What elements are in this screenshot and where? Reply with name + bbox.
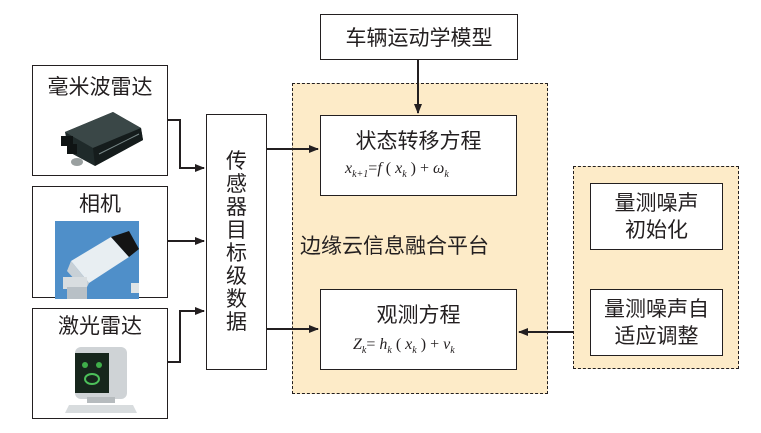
lidar-image [65,345,137,417]
noise-init-line1: 量测噪声 [614,190,699,215]
noise-init-box: 量测噪声 初始化 [590,183,723,250]
lidar-to-sensor-data-arrow [168,307,205,363]
radar-box: 毫米波雷达 [32,65,168,176]
camera-box: 相机 [32,186,168,299]
noise-adaptive-line2: 适应调整 [614,323,699,348]
state-equation-box: 状态转移方程 xk+1=f ( xk ) + ωk [320,115,517,196]
fusion-platform-label: 边缘云信息融合平台 [300,234,489,258]
state-equation-label: 状态转移方程 [355,129,482,153]
lidar-box: 激光雷达 [32,308,168,419]
observation-equation-label: 观测方程 [376,303,461,327]
noise-adaptive-box: 量测噪声自 适应调整 [590,289,723,356]
radar-image [55,106,147,172]
camera-image [55,221,139,299]
state-equation-formula: xk+1=f ( xk ) + ωk [345,160,449,181]
noise-init-line2: 初始化 [625,217,688,242]
lidar-label: 激光雷达 [58,314,142,338]
radar-label: 毫米波雷达 [47,75,153,99]
sensor-target-data-label: 传 感 器 目 标 级 数 据 [226,149,247,334]
camera-label: 相机 [79,192,121,216]
radar-to-sensor-data-arrow [168,119,205,172]
sensor-target-data-box: 传 感 器 目 标 级 数 据 [206,114,267,370]
vehicle-model-box: 车辆运动学模型 [320,14,518,60]
noise-adaptive-line1: 量测噪声自 [604,296,709,321]
observation-equation-box: 观测方程 Zk= hk ( xk ) + vk [320,289,517,370]
observation-equation-formula: Zk= hk ( xk ) + vk [353,336,455,357]
vehicle-model-label: 车辆运动学模型 [345,26,493,50]
